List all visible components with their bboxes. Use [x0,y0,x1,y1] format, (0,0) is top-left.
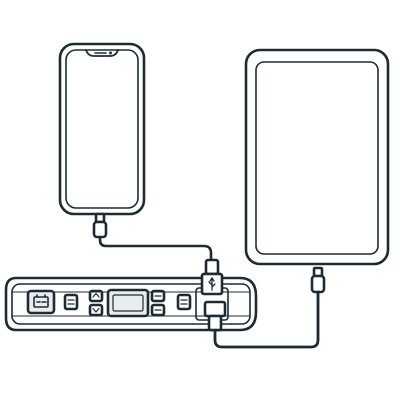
down-button[interactable] [88,303,104,317]
phone-cable-boot [204,258,220,276]
usb-symbol-icon [208,277,216,291]
tablet-icon [244,48,390,266]
mode-button-right[interactable] [176,293,192,311]
power-bank-icon [4,276,258,332]
lcd-display-icon [106,288,150,318]
battery-button[interactable] [26,289,56,315]
tablet-cable-wire-front [213,290,320,349]
right-bottom-button[interactable] [150,303,166,317]
up-button[interactable] [88,289,104,303]
power-bank-bezel [11,283,251,325]
tablet-body [244,48,390,266]
phone-cable-wire [98,235,213,262]
phone-notch [85,49,119,57]
tablet-screen [255,61,379,255]
phone-screen [65,49,139,209]
phone-cable-plug [92,220,108,239]
right-top-button[interactable] [150,289,166,303]
smartphone-icon [58,42,146,216]
lcd-inner [112,294,144,312]
up-arrow-icon [92,292,100,298]
battery-icon [33,294,49,308]
tablet-cable-plug [310,274,326,294]
usb-plug-2-front [203,300,227,318]
phone-camera [108,51,112,55]
mode-button-left[interactable] [63,293,79,311]
down-arrow-icon [92,307,100,313]
tablet-cable-boot-front [207,314,223,332]
phone-body [58,42,146,216]
